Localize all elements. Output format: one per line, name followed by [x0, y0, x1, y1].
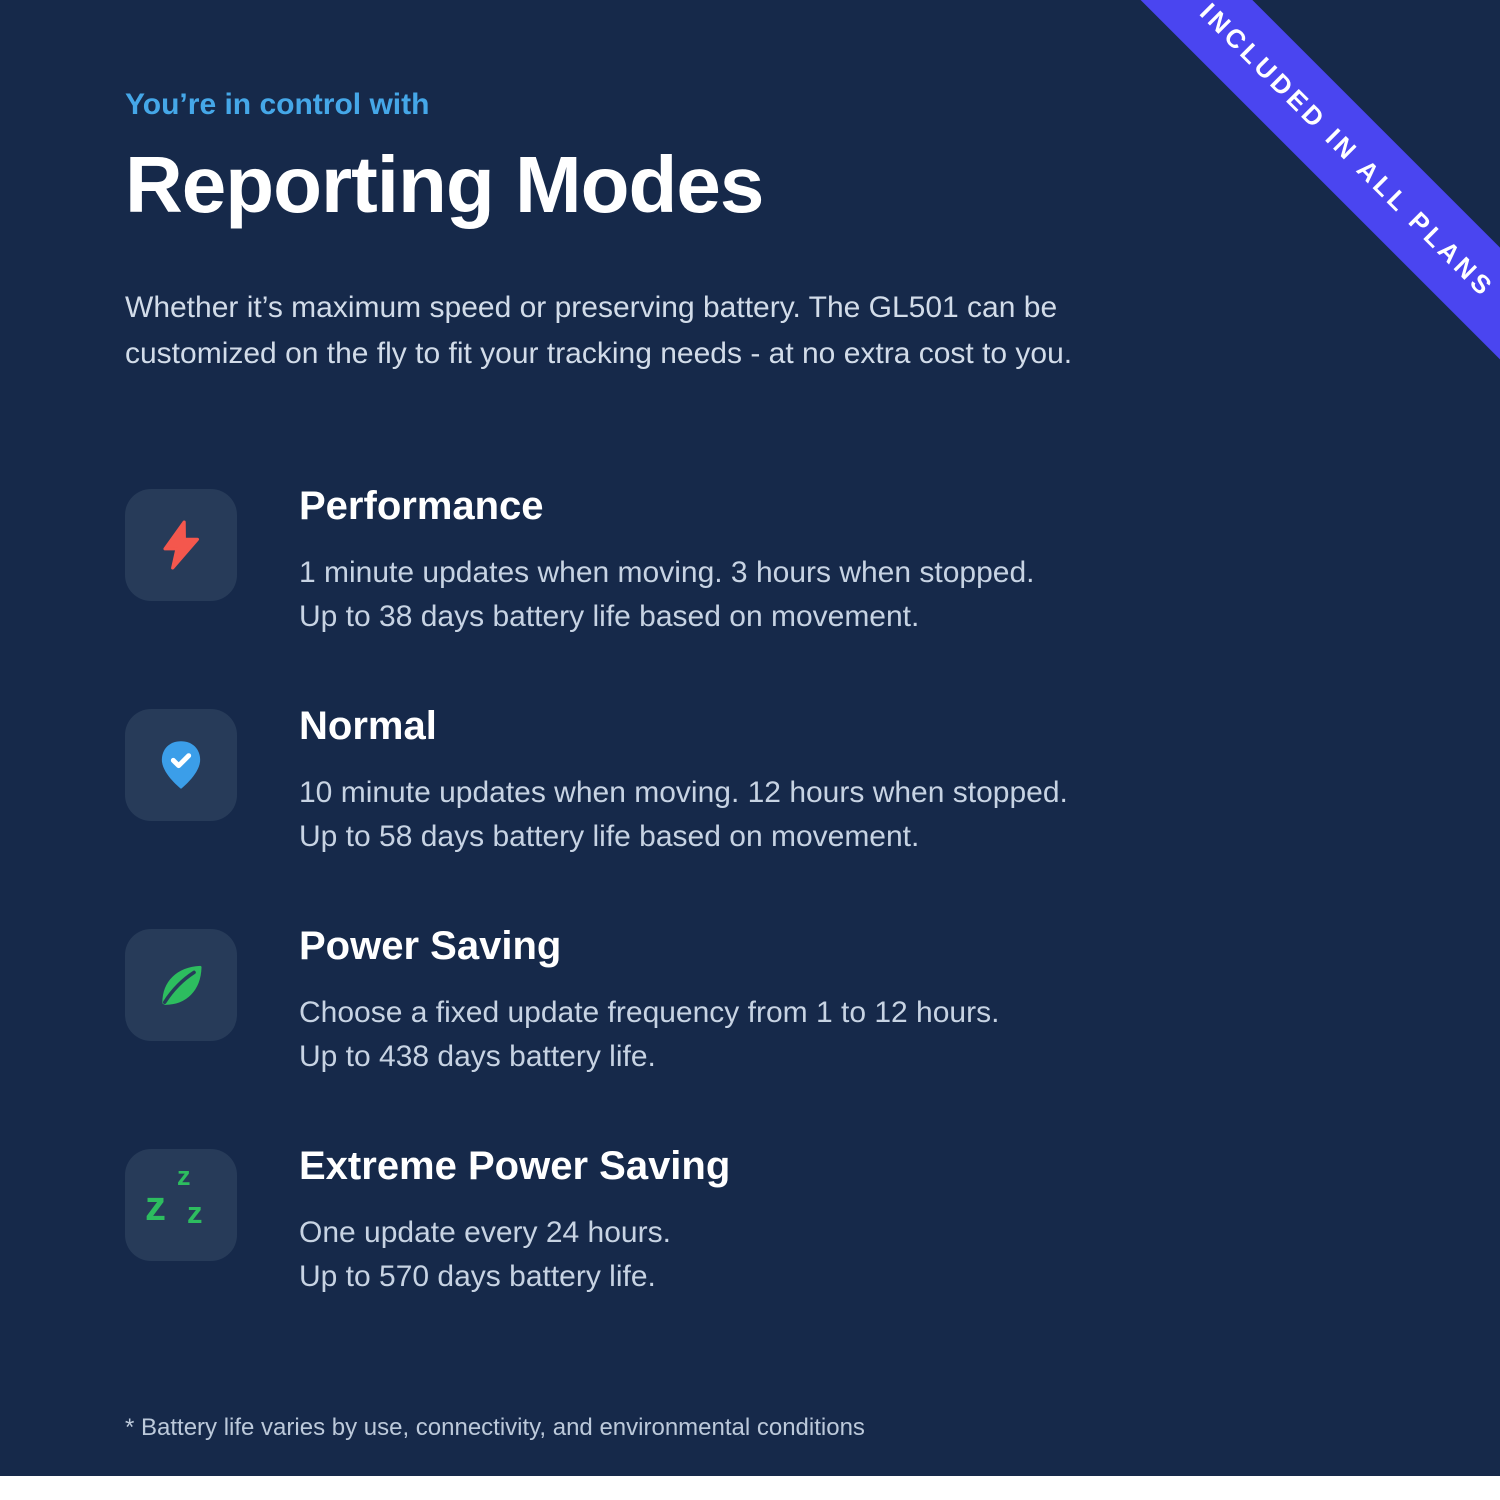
lightning-bolt-icon: [125, 489, 237, 601]
sleep-zzz-icon: z z z: [125, 1149, 237, 1261]
feature-text: Extreme Power Saving One update every 24…: [299, 1143, 730, 1299]
feature-normal: Normal 10 minute updates when moving. 12…: [125, 704, 1375, 869]
feature-text: Performance 1 minute updates when moving…: [299, 483, 1034, 639]
zzz-glyphs: z z z: [145, 1161, 203, 1230]
intro-paragraph: Whether it’s maximum speed or preserving…: [125, 285, 1225, 377]
feature-description: 1 minute updates when moving. 3 hours wh…: [299, 556, 1035, 633]
feature-title: Extreme Power Saving: [299, 1144, 731, 1188]
location-pin-check-icon: [125, 709, 237, 821]
eyebrow-text: You’re in control with: [125, 88, 430, 121]
feature-title: Performance: [299, 484, 544, 528]
feature-power-saving: Power Saving Choose a fixed update frequ…: [125, 924, 1375, 1089]
feature-title: Power Saving: [299, 924, 562, 968]
feature-title: Normal: [299, 704, 437, 748]
battery-disclaimer: * Battery life varies by use, connectivi…: [125, 1414, 865, 1441]
feature-text: Normal 10 minute updates when moving. 12…: [299, 703, 1068, 859]
intro-line-1: Whether it’s maximum speed or preserving…: [125, 291, 1058, 324]
feature-description: 10 minute updates when moving. 12 hours …: [299, 776, 1068, 853]
feature-performance: Performance 1 minute updates when moving…: [125, 484, 1375, 649]
feature-text: Power Saving Choose a fixed update frequ…: [299, 923, 999, 1079]
feature-description: Choose a fixed update frequency from 1 t…: [299, 996, 1000, 1073]
bottom-white-strip: [0, 1476, 1500, 1500]
page-title: Reporting Modes: [125, 140, 764, 229]
feature-extreme-power-saving: z z z Extreme Power Saving One update ev…: [125, 1144, 1375, 1309]
feature-list: Performance 1 minute updates when moving…: [125, 484, 1375, 1309]
leaf-icon: [125, 929, 237, 1041]
intro-line-2: customized on the fly to fit your tracki…: [125, 337, 1073, 370]
feature-description: One update every 24 hours. Up to 570 day…: [299, 1216, 671, 1293]
